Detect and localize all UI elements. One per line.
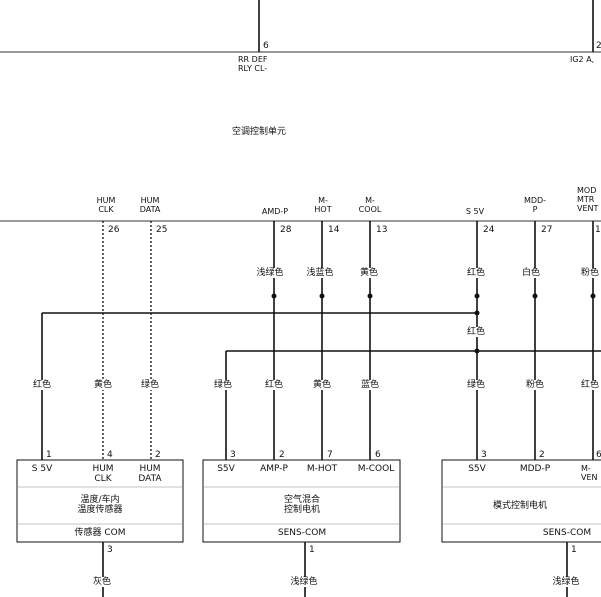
wire-color-label: 粉色	[525, 380, 545, 390]
module-pin-number: 2	[279, 450, 285, 460]
wire-color-label: 红色	[264, 380, 284, 390]
module-box-air-mix	[202, 459, 401, 543]
wire-color-label: 黄色	[312, 380, 332, 390]
splice-dot	[474, 293, 480, 299]
connector-pin-name: HUM CLK	[96, 196, 116, 214]
module-bottom-pin: 1	[309, 545, 315, 555]
control-unit-label: 空调控制单元	[232, 127, 287, 137]
splice-dot	[532, 293, 538, 299]
connector-pin-number: 28	[280, 225, 292, 235]
module-pin-number: 1	[46, 450, 52, 460]
module-pin-name: HUM CLK	[92, 464, 114, 484]
connector-pin-name: MOD MTR VENT	[577, 186, 599, 213]
wire-color-label: 黄色	[359, 268, 379, 278]
splice-dot	[319, 293, 325, 299]
module-footer: SENS-COM	[542, 528, 592, 538]
splice-dot	[474, 348, 480, 354]
connector-pin-number: 13	[376, 225, 388, 235]
module-pin-number: 2	[539, 450, 545, 460]
module-pin-name: AMP-P	[260, 464, 288, 474]
connector-pin-name: MDD- P	[523, 196, 547, 214]
wire-color-label: 粉色	[580, 268, 600, 278]
module-title: 空气混合 控制电机	[283, 495, 321, 515]
module-footer: 传感器 COM	[74, 528, 126, 538]
connector-pin-number: 27	[541, 225, 553, 235]
wire-color-label: 白色	[521, 268, 541, 278]
rr-def-pin-number: 6	[263, 41, 269, 51]
connector-pin-number: 14	[328, 225, 340, 235]
connector-pin-number: 25	[156, 225, 168, 235]
connector-pin-name: HUM DATA	[139, 196, 161, 214]
module-bottom-pin: 1	[571, 545, 577, 555]
connector-pin-name: S 5V	[465, 207, 485, 216]
module-box-mode	[441, 459, 601, 543]
wire-color-label: 红色	[32, 380, 52, 390]
splice-dot	[367, 293, 373, 299]
module-pin-name: M-HOT	[306, 464, 338, 474]
module-pin-name: S5V	[217, 464, 235, 474]
connector-pin-name: M- HOT	[314, 196, 332, 214]
bottom-wire-label: 浅绿色	[552, 577, 580, 587]
module-pin-number: 6	[596, 450, 601, 460]
module-pin-number: 4	[107, 450, 113, 460]
wire-color-label: 红色	[580, 380, 600, 390]
wire-color-label: 浅绿色	[256, 268, 284, 278]
wire-color-label: 红色	[466, 268, 486, 278]
connector-pin-name: M- COOL	[358, 196, 382, 214]
module-pin-name: S 5V	[31, 464, 53, 474]
wire-color-label: 浅蓝色	[306, 268, 334, 278]
module-title: 温度/车内 温度传感器	[77, 495, 123, 515]
connector-pin-number: 26	[108, 225, 120, 235]
module-pin-number: 3	[230, 450, 236, 460]
splice-dot	[590, 293, 596, 299]
module-pin-number: 7	[327, 450, 333, 460]
module-pin-number: 2	[155, 450, 161, 460]
module-footer: SENS-COM	[277, 528, 327, 538]
wire-color-label: 绿色	[140, 380, 160, 390]
rr-def-pin-name: RR DEF RLY CL-	[238, 55, 268, 73]
module-pin-name: MDD-P	[519, 464, 551, 474]
module-pin-number: 6	[375, 450, 381, 460]
ig2-pin-name: IG2 A,	[570, 55, 595, 64]
module-pin-number: 3	[481, 450, 487, 460]
wire-color-label: 绿色	[466, 380, 486, 390]
module-box-sensor	[16, 459, 184, 543]
bottom-wire-label: 浅绿色	[290, 577, 318, 587]
module-bottom-pin: 3	[107, 545, 113, 555]
module-title: 模式控制电机	[492, 501, 548, 511]
splice-dot	[271, 293, 277, 299]
module-pin-name: M- VEN	[581, 464, 598, 482]
wire-color-label: 黄色	[93, 380, 113, 390]
module-pin-name: M-COOL	[357, 464, 395, 474]
module-pin-name: S5V	[468, 464, 486, 474]
module-pin-name: HUM DATA	[138, 464, 162, 484]
wire-color-label: 蓝色	[360, 380, 380, 390]
wire-color-label: 绿色	[213, 380, 233, 390]
connector-pin-name: AMD-P	[261, 207, 289, 216]
connector-pin-number: 1	[595, 225, 601, 235]
splice-dot	[474, 310, 480, 316]
ig2-pin-number: 2	[596, 41, 601, 51]
connector-pin-number: 24	[483, 225, 495, 235]
bottom-wire-label: 灰色	[92, 577, 112, 587]
junction-wire-label: 红色	[466, 327, 486, 337]
